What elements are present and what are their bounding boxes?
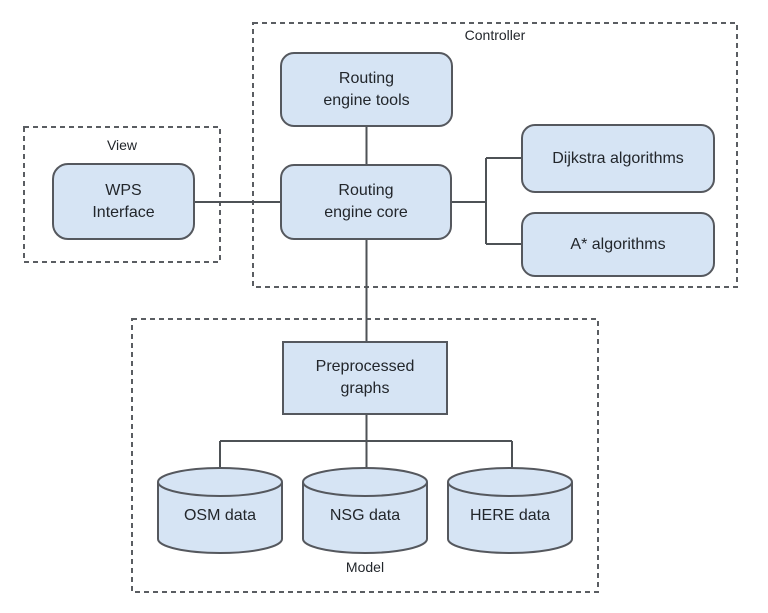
node-dijkstra-algorithms: Dijkstra algorithms bbox=[521, 124, 715, 193]
cylinder-here-data-top bbox=[447, 467, 573, 497]
group-model-border bbox=[131, 318, 599, 593]
cylinder-nsg-data bbox=[302, 467, 428, 554]
group-model-label: Model bbox=[345, 559, 385, 575]
group-controller-label: Controller bbox=[464, 27, 526, 43]
cylinder-here-data bbox=[447, 467, 573, 554]
node-routing-engine-tools-label: Routing engine tools bbox=[323, 69, 410, 109]
node-preprocessed-graphs-label: Preprocessed graphs bbox=[315, 358, 415, 397]
node-wps-interface-label: WPS Interface bbox=[92, 181, 155, 221]
node-here-data-label: HERE data bbox=[469, 507, 551, 524]
connector-preprocessed-to-datastores bbox=[219, 415, 513, 469]
connector-core-to-algorithms bbox=[452, 157, 521, 245]
cylinder-here-data-body bbox=[447, 482, 573, 554]
node-routing-engine-core-label: Routing engine core bbox=[324, 182, 408, 221]
cylinder-osm-data-top bbox=[157, 467, 283, 497]
cylinder-osm-data bbox=[157, 467, 283, 554]
node-routing-engine-tools: Routing engine tools bbox=[280, 52, 453, 127]
node-dijkstra-algorithms-label: Dijkstra algorithms bbox=[552, 149, 684, 167]
cylinder-nsg-data-top bbox=[302, 467, 428, 497]
group-view-border bbox=[23, 126, 221, 263]
node-osm-data-label: OSM data bbox=[183, 507, 257, 524]
node-preprocessed-graphs: Preprocessed graphs bbox=[282, 341, 448, 415]
group-controller-border bbox=[252, 22, 738, 288]
node-wps-interface: WPS Interface bbox=[52, 163, 195, 240]
cylinder-nsg-data-body bbox=[302, 482, 428, 554]
node-routing-engine-core: Routing engine core bbox=[280, 164, 452, 240]
node-nsg-data-label: NSG data bbox=[329, 507, 401, 524]
node-a-star-algorithms: A* algorithms bbox=[521, 212, 715, 277]
group-view-label: View bbox=[106, 137, 138, 153]
cylinder-osm-data-body bbox=[157, 482, 283, 554]
node-a-star-algorithms-label: A* algorithms bbox=[570, 235, 666, 253]
